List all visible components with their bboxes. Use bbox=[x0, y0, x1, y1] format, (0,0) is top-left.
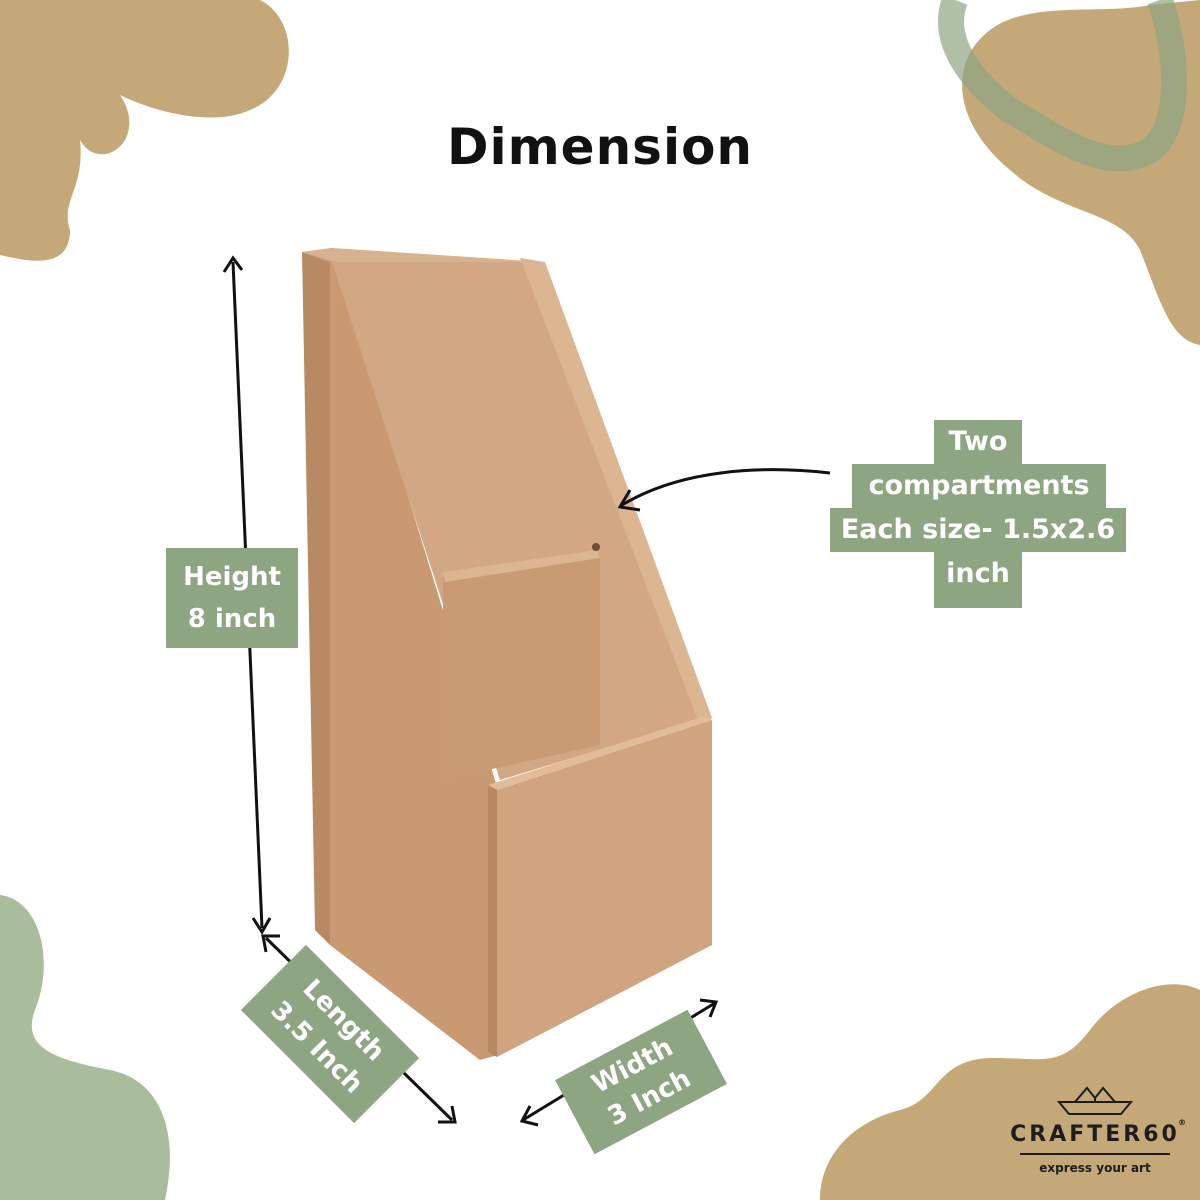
stand-front-panel bbox=[497, 720, 712, 1057]
stand-divider bbox=[443, 555, 600, 780]
compartments-line2: compartments bbox=[852, 464, 1106, 508]
crafter60-logo: CRAFTER60® express your art bbox=[1000, 1080, 1190, 1190]
compartment-arrow bbox=[617, 468, 831, 512]
tan-blob-top-right bbox=[962, 0, 1200, 345]
height-label: Height 8 inch bbox=[166, 548, 298, 648]
green-ring-top-right bbox=[938, 0, 1187, 172]
stand-left-side bbox=[302, 248, 498, 1060]
brand-divider bbox=[1020, 1153, 1170, 1155]
tan-blob-top-left bbox=[0, 0, 289, 261]
wooden-stand-illustration bbox=[302, 248, 712, 1060]
brand-tagline: express your art bbox=[1039, 1161, 1151, 1175]
compartments-line3: Each size- 1.5x2.6 bbox=[830, 508, 1126, 552]
brand-name: CRAFTER60® bbox=[1000, 1118, 1190, 1147]
compartments-line1: Two bbox=[934, 420, 1022, 464]
height-label-line2: 8 inch bbox=[187, 604, 277, 634]
stand-right-edge bbox=[520, 258, 712, 725]
brand-name-text: CRAFTER60 bbox=[1010, 1122, 1180, 1147]
registered-mark: ® bbox=[1178, 1118, 1186, 1127]
green-blob-bottom-left bbox=[0, 895, 170, 1200]
page-title: Dimension bbox=[446, 118, 754, 176]
height-label-line1: Height bbox=[183, 562, 281, 592]
compartments-label: Two compartments Each size- 1.5x2.6 inch bbox=[830, 420, 1126, 610]
tan-blob-bottom-right bbox=[820, 984, 1200, 1200]
paper-boat-icon bbox=[1056, 1086, 1134, 1115]
stand-back-panel bbox=[332, 262, 698, 780]
compartments-line4: inch bbox=[934, 552, 1022, 608]
